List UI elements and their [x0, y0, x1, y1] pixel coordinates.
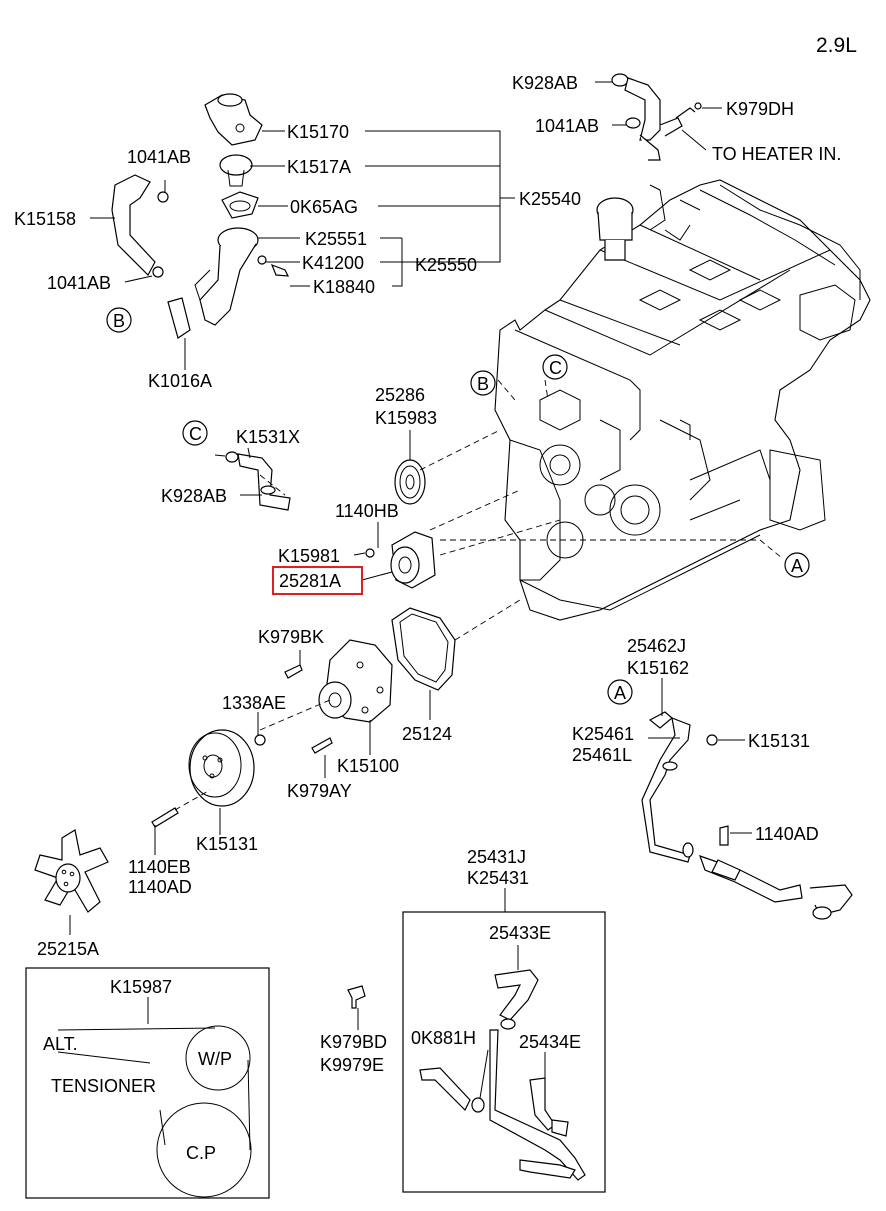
label-k928ab-top: K928AB	[512, 73, 578, 93]
water-inlet-group	[641, 711, 853, 920]
label-tensioner: TENSIONER	[51, 1076, 156, 1096]
label-cp: C.P	[186, 1143, 216, 1163]
label-k15100: K15100	[337, 756, 399, 776]
label-1041ab-left-bottom: 1041AB	[47, 273, 111, 293]
label-k15131-right: K15131	[748, 731, 810, 751]
label-1041ab-left-top: 1041AB	[127, 147, 191, 167]
label-wp: W/P	[198, 1049, 232, 1069]
label-0k65ag: 0K65AG	[290, 197, 358, 217]
label-k928ab-mid: K928AB	[161, 486, 227, 506]
label-k25550: K25550	[415, 255, 477, 275]
label-25434e: 25434E	[519, 1032, 581, 1052]
engine-spec-label: 2.9L	[816, 34, 857, 57]
label-1140ad-left: 1140AD	[128, 877, 192, 897]
label-1041ab-top: 1041AB	[535, 116, 599, 136]
marker-a-right: A	[614, 683, 626, 703]
thermostat-housing-group	[111, 93, 290, 339]
label-k9979e: K9979E	[320, 1055, 384, 1075]
marker-c-engine: C	[549, 358, 562, 378]
label-k25461: K25461	[572, 724, 634, 744]
label-25281a: 25281A	[279, 571, 341, 591]
label-1140hb: 1140HB	[335, 501, 399, 521]
label-25431j: 25431J	[467, 847, 526, 867]
leader-lines	[69, 81, 783, 1099]
reference-markers	[106, 307, 810, 705]
label-k979bd: K979BD	[320, 1032, 387, 1052]
marker-b-engine: B	[477, 374, 489, 394]
bolt-k979bd	[347, 985, 366, 1009]
label-k15983: K15983	[375, 408, 437, 428]
bypass-hose	[225, 451, 291, 511]
label-k15158: K15158	[14, 209, 76, 229]
label-k15131-pulley: K15131	[196, 834, 258, 854]
label-25462j: 25462J	[627, 636, 686, 656]
heater-pipe-group	[611, 73, 702, 161]
highlight-box-25281a	[272, 566, 363, 595]
label-alt: ALT.	[43, 1034, 78, 1054]
label-k1517a: K1517A	[287, 157, 351, 177]
label-0k881h: 0K881H	[411, 1028, 476, 1048]
label-k25540: K25540	[519, 189, 581, 209]
label-k18840: K18840	[313, 277, 375, 297]
label-k1016a: K1016A	[148, 371, 212, 391]
label-k25431: K25431	[467, 868, 529, 888]
label-1140eb: 1140EB	[128, 857, 191, 877]
label-k979ay: K979AY	[287, 781, 352, 801]
marker-a-engine: A	[791, 556, 803, 576]
label-25433e: 25433E	[489, 923, 551, 943]
label-k979bk: K979BK	[258, 627, 324, 647]
label-25286: 25286	[375, 385, 425, 405]
label-1140ad-right: 1140AD	[755, 824, 819, 844]
label-k1531x: K1531X	[236, 427, 300, 447]
hose-box	[402, 911, 606, 1193]
pulley-group	[365, 459, 436, 589]
label-to-heater: TO HEATER IN.	[712, 144, 841, 164]
label-k15170: K15170	[287, 122, 349, 142]
marker-c-left: C	[189, 424, 202, 444]
label-1338ae: 1338AE	[222, 693, 286, 713]
label-k25551: K25551	[305, 229, 367, 249]
label-k41200: K41200	[302, 253, 364, 273]
label-k979dh: K979DH	[726, 99, 794, 119]
label-25461l: 25461L	[572, 745, 632, 765]
label-k15987: K15987	[110, 977, 172, 997]
water-pump-group	[34, 607, 456, 913]
labels: 2.9L K928AB K979DH 1041AB TO HEATER IN. …	[14, 34, 857, 1163]
label-k15981: K15981	[278, 546, 340, 566]
marker-b-left: B	[113, 311, 125, 331]
label-k15162: K15162	[627, 658, 689, 678]
engine-assembly	[494, 179, 871, 621]
label-25215a: 25215A	[37, 939, 99, 959]
label-25124: 25124	[402, 724, 452, 744]
